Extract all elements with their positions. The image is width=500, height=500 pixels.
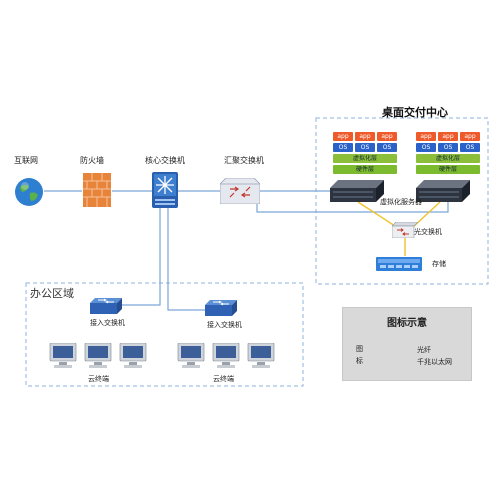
link-core-access2	[167, 208, 205, 311]
storage-icon	[376, 256, 422, 271]
legend-side-label-1: 图	[356, 345, 363, 353]
legend-title: 图标示意	[387, 318, 427, 329]
rack-server-icon	[330, 180, 384, 202]
access-switch-icon	[205, 300, 237, 316]
core-switch-icon	[152, 172, 178, 208]
rack-server-icon	[416, 180, 470, 202]
os-block: OS	[438, 143, 458, 152]
app-block: app	[438, 132, 458, 141]
app-block: app	[460, 132, 480, 141]
os-block: OS	[416, 143, 436, 152]
virtualization-stack-1: app app app OS OS OS 虚拟化层 硬件层	[333, 132, 398, 176]
aggregation-switch-label: 汇聚交换机	[224, 156, 264, 165]
virtualization-stack-2: app app app OS OS OS 虚拟化层 硬件层	[416, 132, 481, 176]
cloud-terminal-2-label: 云终端	[213, 375, 234, 383]
virtualization-layer: 虚拟化层	[333, 154, 397, 163]
hardware-layer: 硬件层	[416, 165, 480, 174]
legend-fiber-label: 光纤	[417, 346, 431, 354]
hardware-layer: 硬件层	[333, 165, 397, 174]
internet-label: 互联网	[14, 156, 38, 165]
os-block: OS	[377, 143, 397, 152]
access-switch-2-label: 接入交换机	[207, 321, 242, 329]
legend-side-label-2: 标	[356, 357, 363, 365]
link-aggregation-server2	[256, 198, 449, 213]
office-region-border	[25, 282, 304, 387]
access-switch-icon	[90, 298, 122, 314]
office-region-title: 办公区域	[30, 287, 74, 300]
fiber-server1-optical	[357, 201, 399, 229]
os-block: OS	[333, 143, 353, 152]
aggregation-switch-icon	[219, 177, 261, 205]
storage-label: 存储	[432, 260, 446, 268]
firewall-label: 防火墙	[80, 156, 104, 165]
virtualization-server-label: 虚拟化服务器	[380, 198, 422, 206]
virtualization-layer: 虚拟化层	[416, 154, 480, 163]
terminal-group-2	[176, 342, 276, 369]
datacenter-region-border	[315, 117, 489, 285]
legend-panel: 图标示意	[342, 307, 472, 381]
terminal-group-1	[48, 342, 148, 369]
optical-switch-icon	[391, 221, 419, 239]
app-block: app	[355, 132, 375, 141]
app-block: app	[416, 132, 436, 141]
core-switch-label: 核心交换机	[145, 156, 185, 165]
app-block: app	[377, 132, 397, 141]
datacenter-title: 桌面交付中心	[382, 106, 448, 119]
cloud-terminal-1-label: 云终端	[88, 375, 109, 383]
firewall-icon	[83, 173, 111, 207]
os-block: OS	[460, 143, 480, 152]
internet-globe-icon	[14, 177, 44, 207]
legend-ethernet-label: 千兆以太网	[417, 358, 452, 366]
optical-switch-label: 光交换机	[414, 228, 442, 236]
access-switch-1-label: 接入交换机	[90, 319, 125, 327]
terminal-icon	[49, 342, 77, 368]
link-core-access1	[120, 208, 161, 306]
app-block: app	[333, 132, 353, 141]
os-block: OS	[355, 143, 375, 152]
